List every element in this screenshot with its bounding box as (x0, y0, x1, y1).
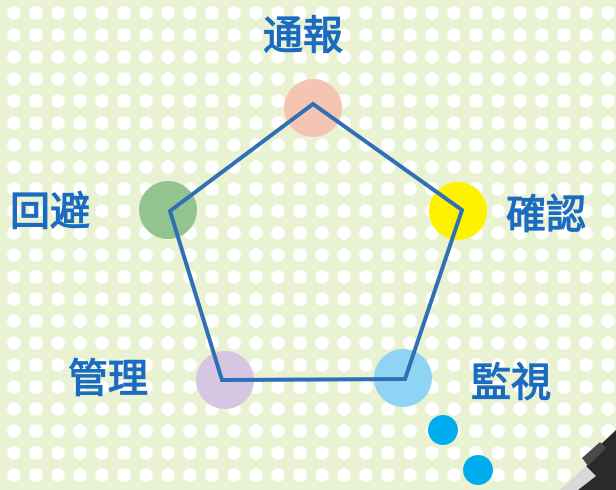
label-bottom-right: 監視 (471, 360, 551, 406)
label-left: 回避 (10, 189, 90, 235)
node-top-circle (284, 79, 342, 137)
pencil-tip-shape (560, 430, 616, 490)
trail-dot-1 (428, 415, 458, 445)
trail-dot-2 (463, 455, 493, 485)
label-bottom-left: 管理 (68, 356, 148, 402)
label-right: 確認 (506, 192, 586, 238)
pentagon-outline (167, 101, 465, 383)
label-top: 通報 (263, 13, 343, 59)
